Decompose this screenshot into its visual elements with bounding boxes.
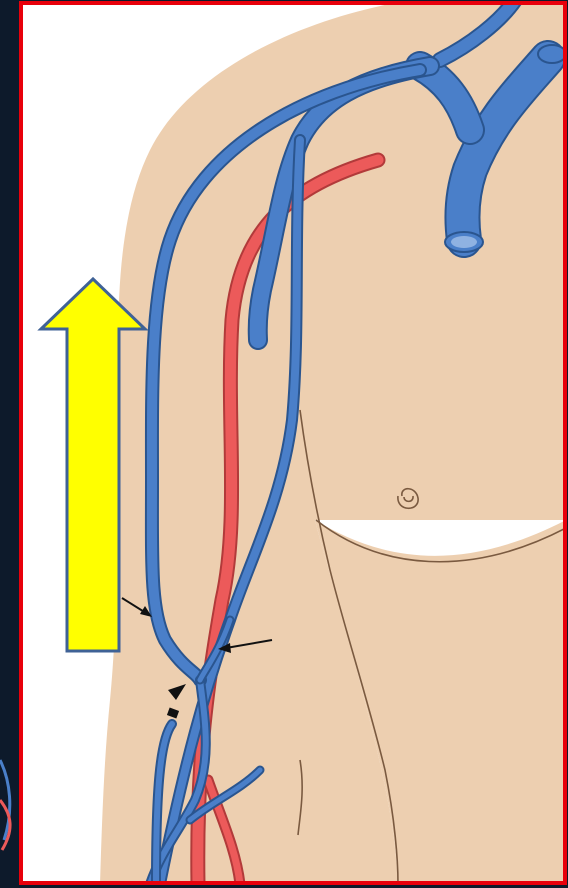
illustration — [100, 0, 566, 884]
